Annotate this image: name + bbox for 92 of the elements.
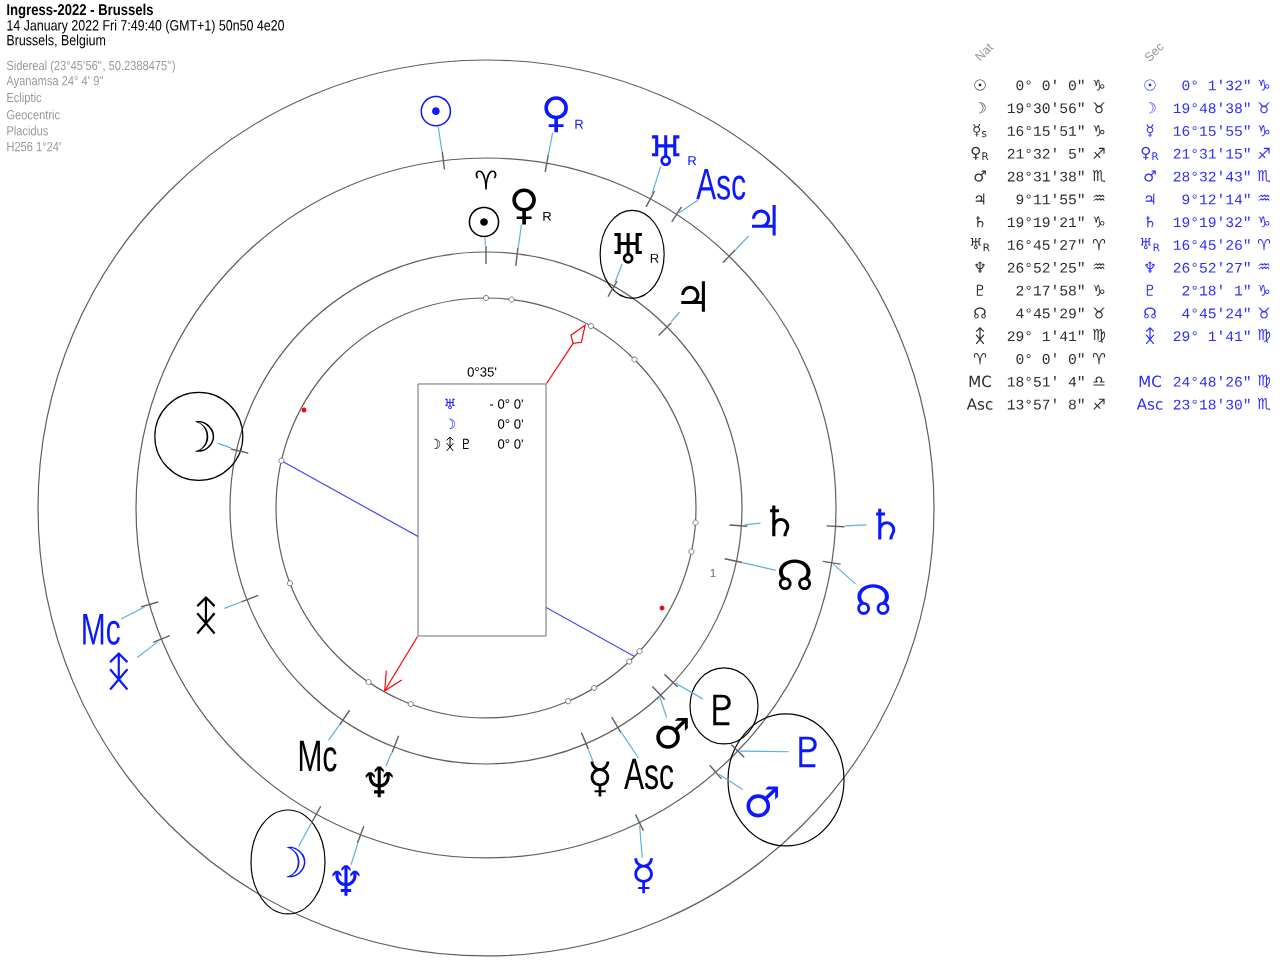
highlight-circle <box>599 209 665 299</box>
highlight-circle <box>250 809 326 915</box>
angle-label: Asc <box>624 758 674 790</box>
planet-symbol: ♃ <box>752 204 776 236</box>
point-symbol-icon <box>196 595 216 635</box>
degree-tick <box>241 594 259 603</box>
degree-tick <box>441 151 446 170</box>
degree-tick <box>651 685 666 701</box>
leader-line <box>743 522 762 526</box>
leader-line <box>437 126 443 152</box>
leader-line <box>678 199 699 214</box>
degree-tick <box>709 764 723 780</box>
leader-line <box>742 562 777 571</box>
leader-line <box>327 724 340 741</box>
degree-tick <box>724 558 743 564</box>
angle-label: Asc <box>696 169 746 200</box>
degree-tick <box>356 826 365 844</box>
planet-symbol: ♃ <box>681 281 705 312</box>
leader-line <box>217 442 232 449</box>
node-symbol: ☊ <box>778 559 811 590</box>
leader-line <box>484 237 487 247</box>
degree-tick <box>730 744 745 758</box>
leader-line <box>620 732 640 759</box>
degree-tick <box>311 805 322 823</box>
degree-tick <box>671 206 683 223</box>
node-symbol: ☊ <box>857 584 890 615</box>
leader-line <box>844 524 868 527</box>
degree-tick <box>826 525 845 528</box>
leader-line <box>136 641 159 659</box>
planet-symbol: ☉ <box>420 95 452 127</box>
planet-symbol: ♆ <box>365 766 393 798</box>
leader-line <box>350 843 359 866</box>
point-symbol-icon <box>109 651 129 691</box>
degree-tick <box>634 814 644 831</box>
planet-symbol: ♂ <box>656 717 688 749</box>
planet-symbol: ☿ <box>590 761 610 797</box>
leader-line <box>674 682 704 700</box>
planet-symbol: ♄ <box>770 505 790 537</box>
degree-tick <box>152 635 171 644</box>
leader-line <box>651 165 662 194</box>
degree-tick <box>391 735 400 753</box>
leader-line <box>658 694 668 719</box>
leader-line <box>120 606 146 620</box>
leader-line <box>298 821 313 847</box>
angle-label: Mc <box>299 740 337 772</box>
leader-line <box>738 750 790 753</box>
leader-line <box>735 235 750 251</box>
degree-tick <box>658 322 672 336</box>
highlight-circle <box>727 713 845 847</box>
planet-symbol: ♇ <box>799 736 817 768</box>
degree-tick <box>544 154 550 173</box>
leader-line <box>223 601 242 609</box>
degree-tick <box>485 246 487 264</box>
degree-tick <box>580 732 590 750</box>
leader-line <box>517 224 523 249</box>
degree-tick <box>645 190 656 208</box>
planet-symbol: ♆ <box>332 865 360 896</box>
planet-symbol: ♂ <box>746 786 779 818</box>
planet-symbol: ☿ <box>634 858 653 894</box>
planet-symbol: ☽ <box>286 846 306 878</box>
degree-tick <box>140 601 159 608</box>
degree-tick <box>822 560 841 565</box>
leader-line <box>385 752 393 767</box>
planet-symbol: ♇ <box>713 694 731 726</box>
highlight-circle <box>689 667 759 745</box>
leader-line <box>547 132 554 155</box>
zodiac-symbol: ♈ <box>475 170 497 190</box>
degree-tick <box>607 280 618 298</box>
leader-line <box>670 311 681 323</box>
degree-tick <box>664 673 679 688</box>
planet-symbol: ☽ <box>195 421 215 452</box>
planet-symbol: ♀ <box>512 188 536 225</box>
leader-line <box>832 563 857 585</box>
degree-tick <box>611 716 622 733</box>
planet-symbol: ♀ <box>544 96 568 133</box>
highlight-circle <box>154 391 244 481</box>
pointer-arrow <box>384 635 419 692</box>
planet-symbol: ☉ <box>468 206 500 238</box>
degree-tick <box>729 524 748 527</box>
planet-symbol: ♄ <box>876 508 896 540</box>
degree-tick <box>722 249 736 264</box>
leader-line <box>614 263 623 283</box>
degree-tick <box>515 247 519 266</box>
leader-line <box>718 773 744 791</box>
pointer-arrow <box>545 324 586 385</box>
leader-line <box>587 749 594 762</box>
planet-symbol: ♅ <box>652 135 680 166</box>
leader-line <box>639 824 643 859</box>
planet-symbol: ♅ <box>614 233 642 264</box>
degree-tick <box>338 709 351 726</box>
angle-label: Mc <box>83 614 120 645</box>
degree-tick <box>230 448 249 454</box>
